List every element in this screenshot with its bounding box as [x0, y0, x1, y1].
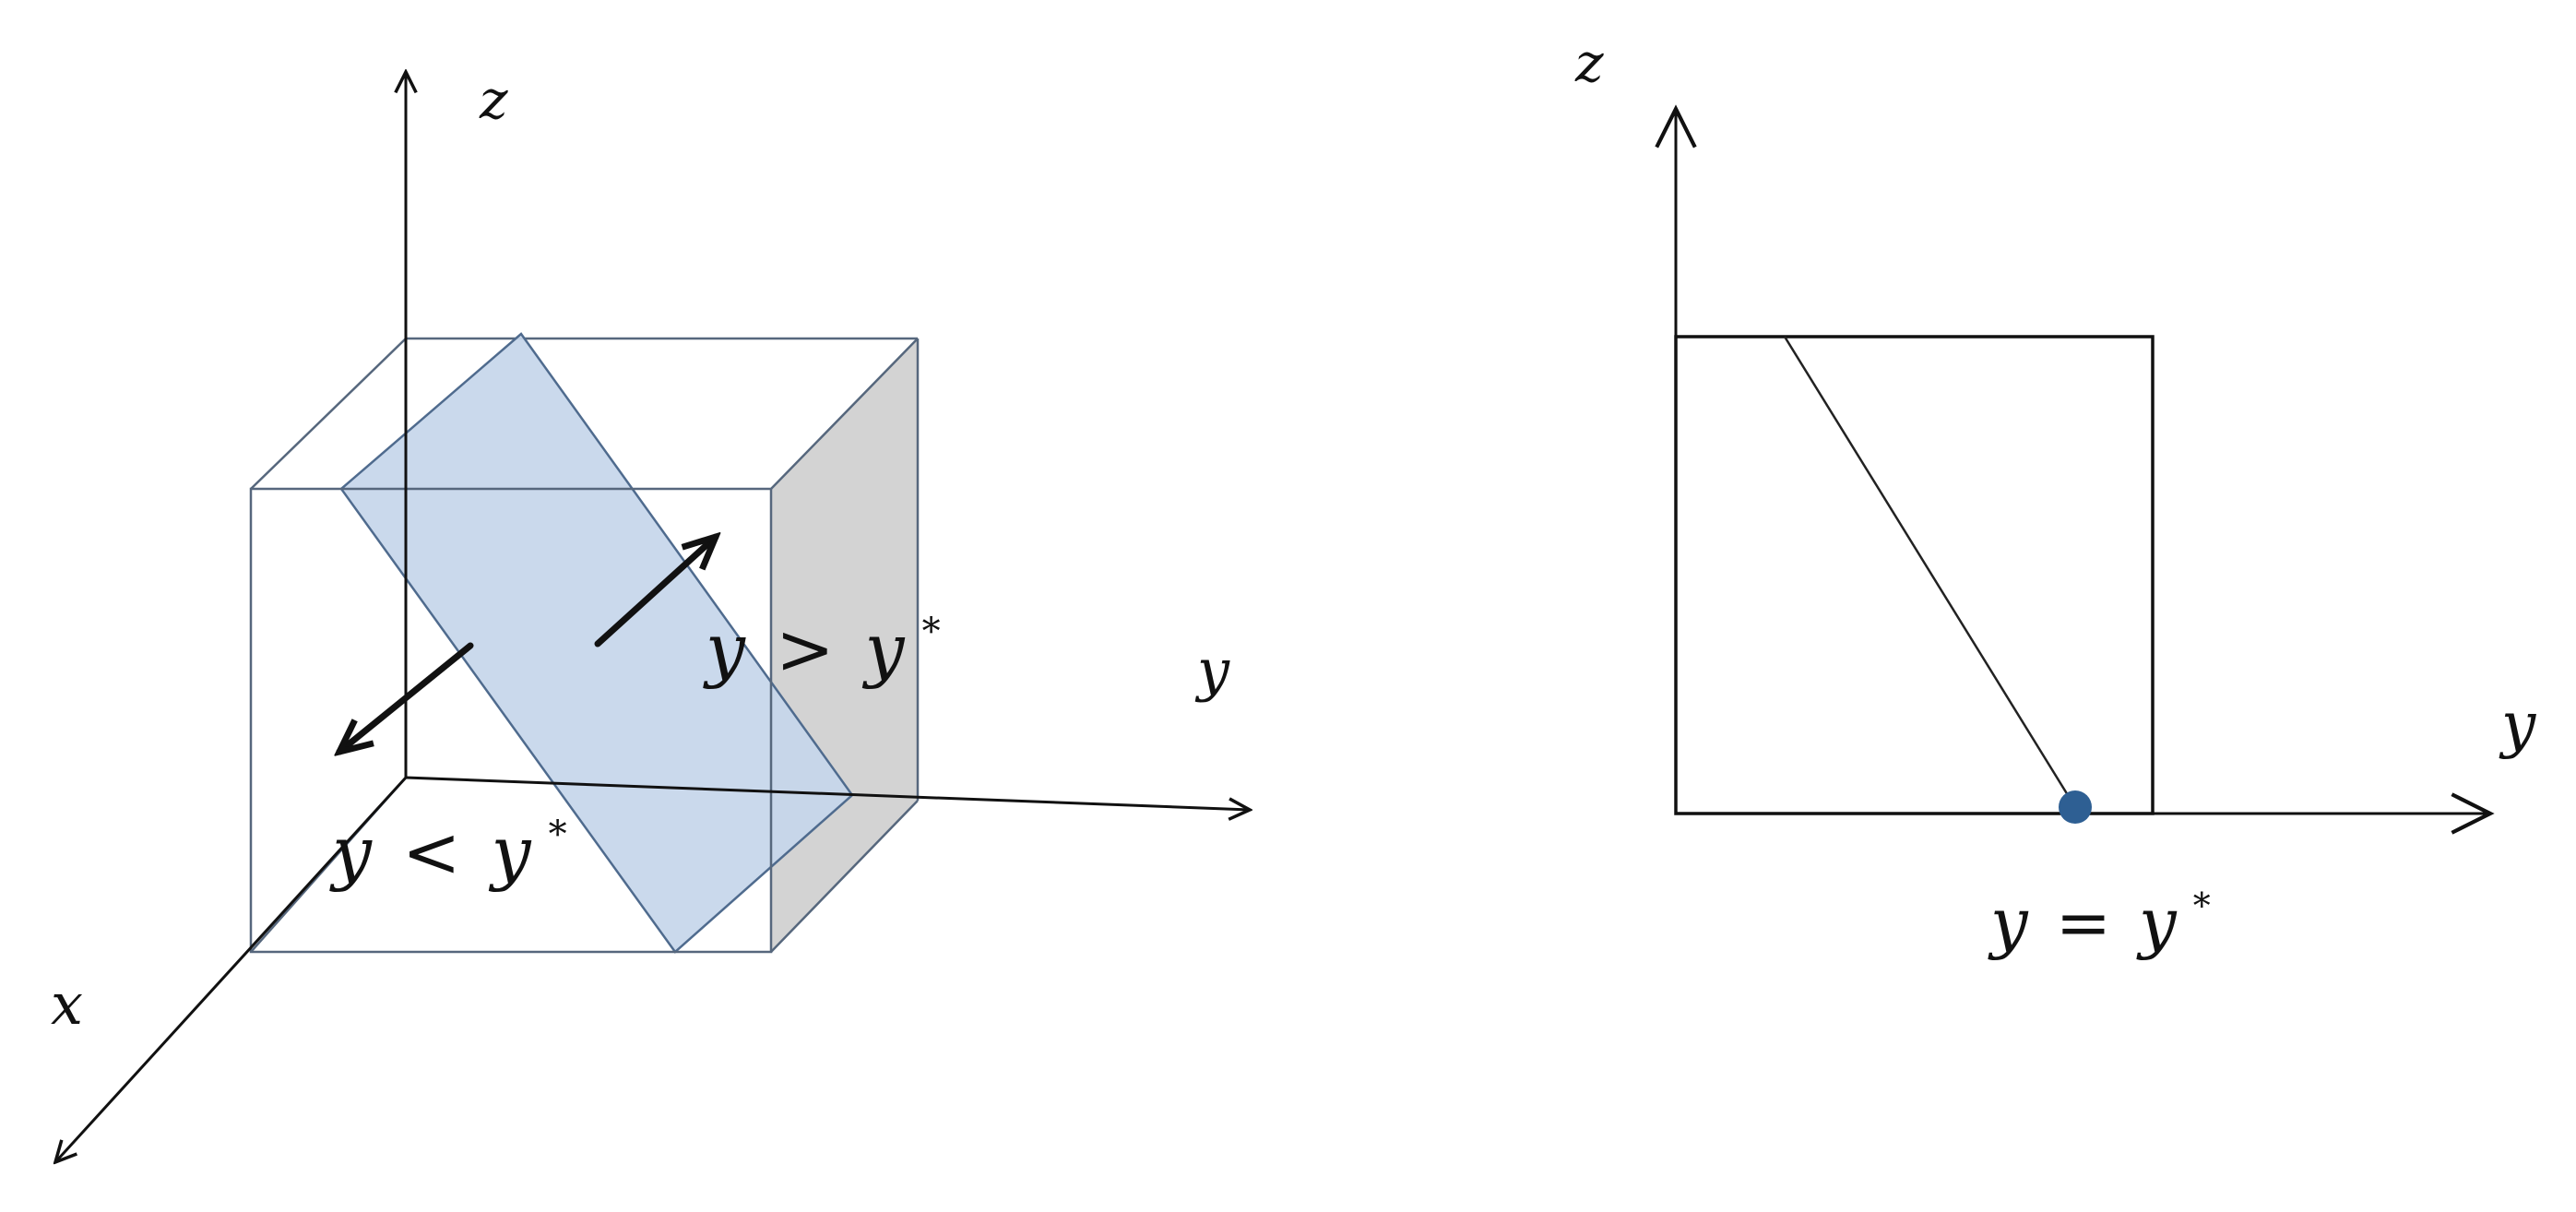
x-axis — [55, 776, 408, 1162]
label-y-less-than-ystar: y < y * — [329, 811, 567, 893]
label-axis-y: y — [1194, 636, 1230, 704]
label-axis-x: x — [51, 970, 83, 1038]
cube-back-edges — [250, 337, 920, 801]
y-axis — [405, 776, 1250, 810]
plane-edge-line — [1783, 336, 2077, 808]
right-2d-diagram: z y y = y * — [1574, 31, 2536, 961]
cross-section-square — [1674, 335, 2155, 815]
arrow-y-greater — [594, 537, 716, 648]
arrow-y-less — [339, 642, 474, 752]
label-y-greater-than-ystar: y > y * — [703, 608, 941, 690]
label-axis-z: z — [479, 68, 508, 131]
point-y-star — [2059, 790, 2092, 824]
label-y-equals-ystar: y = y * — [1988, 884, 2211, 961]
left-3d-diagram: z y x y > y * y < y * — [51, 68, 1250, 1162]
right-label-axis-z: z — [1574, 31, 1604, 94]
right-label-axis-y: y — [2499, 689, 2536, 760]
